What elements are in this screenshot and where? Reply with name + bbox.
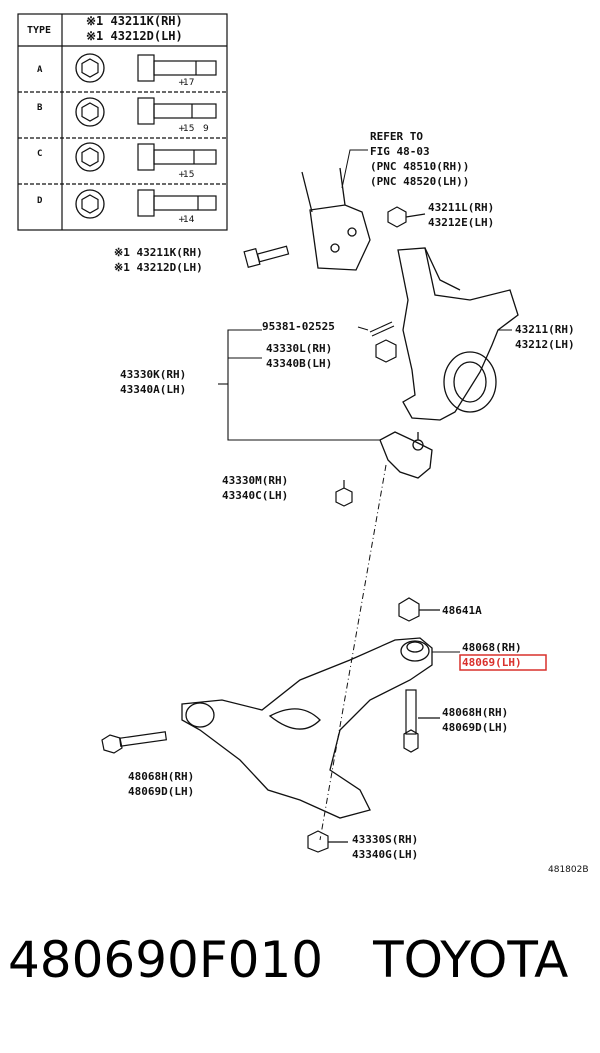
brand-name: TOYOTA — [373, 931, 569, 989]
type-row-label: D — [37, 196, 43, 206]
label-48068H-left: 48068H(RH) — [128, 770, 194, 783]
dim-label: + — [178, 215, 186, 225]
strut-illustration — [301, 167, 371, 271]
figure-code: 481802B — [548, 865, 589, 875]
label-43340A: 43340A(LH) — [120, 383, 186, 396]
nut-icon — [307, 830, 348, 853]
label-43340B: 43340B(LH) — [266, 357, 332, 370]
type-header: TYPE — [27, 25, 51, 36]
bolt-icon — [137, 143, 217, 171]
bolt-icon — [243, 245, 290, 269]
dim-value: 14 — [183, 215, 195, 225]
type-header-lh: ※1 43212D(LH) — [86, 29, 183, 43]
lower-control-arm-illustration — [181, 637, 433, 819]
label-48068H-right: 48068H(RH) — [442, 706, 508, 719]
dim-label: + — [178, 124, 186, 134]
dim-value: 15 — [183, 170, 194, 180]
refer-line-1: REFER TO — [370, 130, 423, 143]
label-43211: 43211(RH) — [515, 323, 575, 336]
label-43212E: 43212E(LH) — [428, 216, 494, 229]
label-48069D-right: 48069D(LH) — [442, 721, 508, 734]
steering-knuckle-illustration — [397, 247, 519, 421]
type-row-b: B + 15 9 — [37, 97, 217, 134]
leader-line — [357, 326, 369, 331]
dim-label: + — [178, 78, 186, 88]
label-43212D: ※1 43212D(LH) — [114, 261, 203, 274]
type-row-label: C — [37, 149, 42, 159]
type-table — [17, 13, 228, 231]
label-43330K: 43330K(RH) — [120, 368, 186, 381]
type-header-rh: ※1 43211K(RH) — [86, 14, 183, 28]
nut-icon — [387, 206, 426, 228]
type-row-label: B — [37, 103, 43, 113]
label-43340G: 43340G(LH) — [352, 848, 418, 861]
label-43211K: ※1 43211K(RH) — [114, 246, 203, 259]
dim-label: + — [178, 170, 186, 180]
dim-value: 17 — [183, 78, 194, 88]
ball-joint-illustration — [379, 431, 433, 479]
type-row-a: A + 17 — [37, 53, 217, 88]
label-43330S: 43330S(RH) — [352, 833, 418, 846]
label-95381: 95381-02525 — [262, 320, 335, 333]
label-43340C: 43340C(LH) — [222, 489, 288, 502]
label-43211L: 43211L(RH) — [428, 201, 494, 214]
footer-caption: 480690F010 TOYOTA — [0, 905, 600, 1015]
bolt-icon — [137, 189, 217, 217]
castle-nut-icon — [375, 339, 397, 363]
cotter-pin-icon — [369, 321, 395, 337]
nut-icon — [398, 597, 440, 622]
bolt-icon — [137, 54, 217, 82]
type-row-label: A — [37, 65, 43, 75]
bolt-icon — [101, 731, 168, 754]
type-row-c: C + 15 — [37, 142, 217, 180]
part-number: 480690F010 — [8, 931, 324, 989]
bolt-icon — [403, 689, 440, 753]
dim-value: 15 — [183, 124, 194, 134]
bolt-icon — [335, 480, 353, 507]
leader-line — [341, 149, 368, 189]
refer-line-4: (PNC 48520(LH)) — [370, 175, 469, 188]
label-48069D-left: 48069D(LH) — [128, 785, 194, 798]
label-43212: 43212(LH) — [515, 338, 575, 351]
refer-line-3: (PNC 48510(RH)) — [370, 160, 469, 173]
label-48068: 48068(RH) — [462, 641, 522, 654]
label-48641A: 48641A — [442, 604, 482, 617]
type-row-d: D + 14 — [37, 189, 217, 225]
refer-line-2: FIG 48-03 — [370, 145, 430, 158]
label-43330L: 43330L(RH) — [266, 342, 332, 355]
bolt-icon — [137, 97, 217, 125]
highlight-box — [459, 654, 547, 671]
dim-value-2: 9 — [203, 124, 209, 134]
label-43330M: 43330M(RH) — [222, 474, 288, 487]
assembly-line — [319, 464, 387, 841]
parts-diagram: TYPE ※1 43211K(RH) ※1 43212D(LH) A + 17 … — [17, 13, 589, 875]
label-48069-highlighted: 48069(LH) — [462, 656, 522, 669]
bracket-line — [227, 329, 380, 441]
